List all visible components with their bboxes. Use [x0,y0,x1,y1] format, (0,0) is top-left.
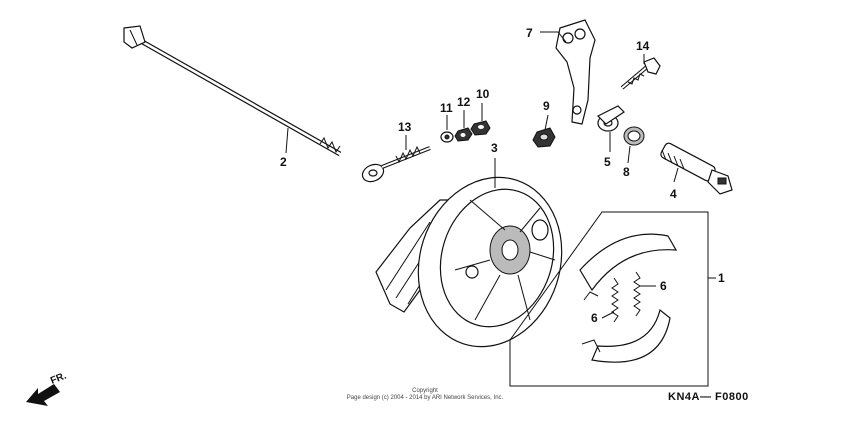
nut-12 [454,127,473,142]
copyright-line-2: Page design (c) 2004 - 2014 by ARI Netwo… [346,395,504,401]
brake-arm [555,19,596,125]
rear-axle [123,25,342,157]
callout-11: 11 [440,101,453,115]
brake-arm-bolt [620,57,661,90]
callout-12: 12 [457,95,471,109]
callout-10: 10 [476,87,490,101]
callout-3: 3 [491,141,498,155]
nut-9 [532,127,556,148]
brake-shoe-set [509,211,709,387]
callout-9: 9 [543,99,550,113]
cap-nut-10 [470,120,491,136]
callout-6-right: 6 [660,279,667,293]
callout-13: 13 [398,120,412,134]
front-direction-arrow: FR. [26,370,68,406]
diagram-code: KN4A— F0800 [668,391,749,403]
callout-7: 7 [526,26,533,40]
washer-11 [440,131,454,143]
brake-panel [375,176,563,348]
callout-8: 8 [623,165,630,179]
callout-6-left: 6 [591,311,598,325]
callout-14: 14 [636,39,650,53]
axle-adjuster-bolt [361,145,431,183]
callout-leaders [285,31,716,319]
callout-2: 2 [280,155,287,169]
callout-numbers: 1 2 3 4 5 6 6 7 8 9 10 11 12 13 14 [280,26,725,325]
brake-cam [660,142,733,195]
copyright-line-1: Copyright [412,388,438,394]
callout-4: 4 [670,187,677,201]
callout-1: 1 [718,271,725,285]
wear-indicator-plate [596,105,625,132]
brake-shoe-spring-left [611,277,619,323]
felt-seal [623,126,645,146]
callout-5: 5 [604,155,611,169]
direction-label: FR. [49,370,68,386]
brake-shoe-spring-right [633,271,641,317]
